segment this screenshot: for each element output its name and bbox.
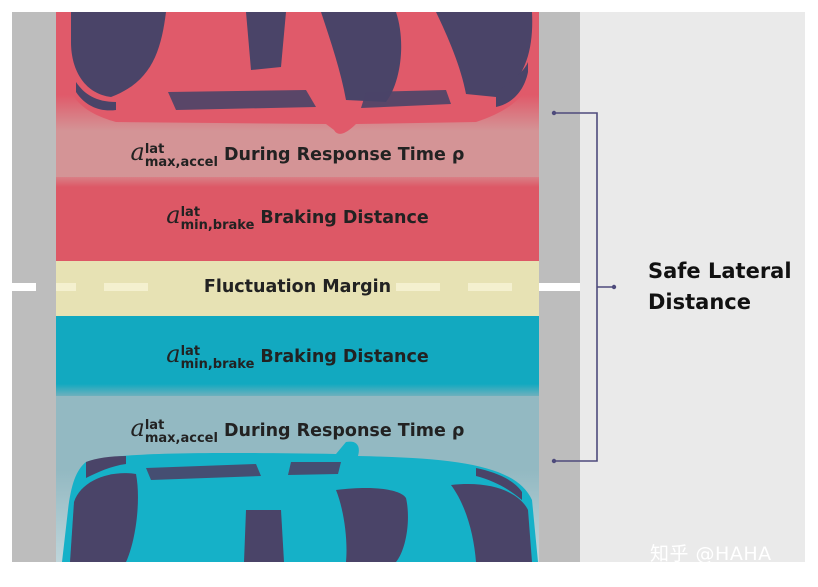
fluctuation-margin-label: Fluctuation Margin <box>203 277 392 297</box>
band-text: During Response Time ρ <box>223 421 465 441</box>
fluctuation-margin-band: Fluctuation Margin <box>56 261 539 316</box>
safe-label-line2: Distance <box>648 290 751 314</box>
teal-car <box>62 441 538 562</box>
lane-dash-faint <box>468 283 512 291</box>
accel-symbol: a <box>130 138 145 166</box>
red-car <box>64 12 538 134</box>
subscript: min,brake <box>180 218 255 233</box>
safe-label-line1: Safe Lateral <box>648 259 792 283</box>
subscript: min,brake <box>180 357 255 372</box>
lane-dash-faint <box>396 283 440 291</box>
brake-symbol: a <box>166 201 181 229</box>
band-text: Braking Distance <box>260 208 429 228</box>
accel-symbol: a <box>130 414 145 442</box>
brake-symbol: a <box>166 340 181 368</box>
lane-dash-right <box>539 283 580 291</box>
superscript: lat <box>144 418 165 433</box>
subscript: max,accel <box>144 155 218 170</box>
band-text: During Response Time ρ <box>223 145 465 165</box>
lane-dash-left <box>12 283 36 291</box>
superscript: lat <box>144 142 165 157</box>
band-text: Braking Distance <box>260 347 429 367</box>
safe-distance-bracket <box>551 110 617 464</box>
superscript: lat <box>180 344 201 359</box>
subscript: max,accel <box>144 431 218 446</box>
lane-dash-faint <box>104 283 148 291</box>
watermark: 知乎 @HAHA <box>650 543 772 565</box>
safe-lateral-distance-label: Safe Lateral Distance <box>648 256 798 318</box>
lane-dash-faint <box>56 283 76 291</box>
right-panel <box>580 12 805 562</box>
superscript: lat <box>180 205 201 220</box>
